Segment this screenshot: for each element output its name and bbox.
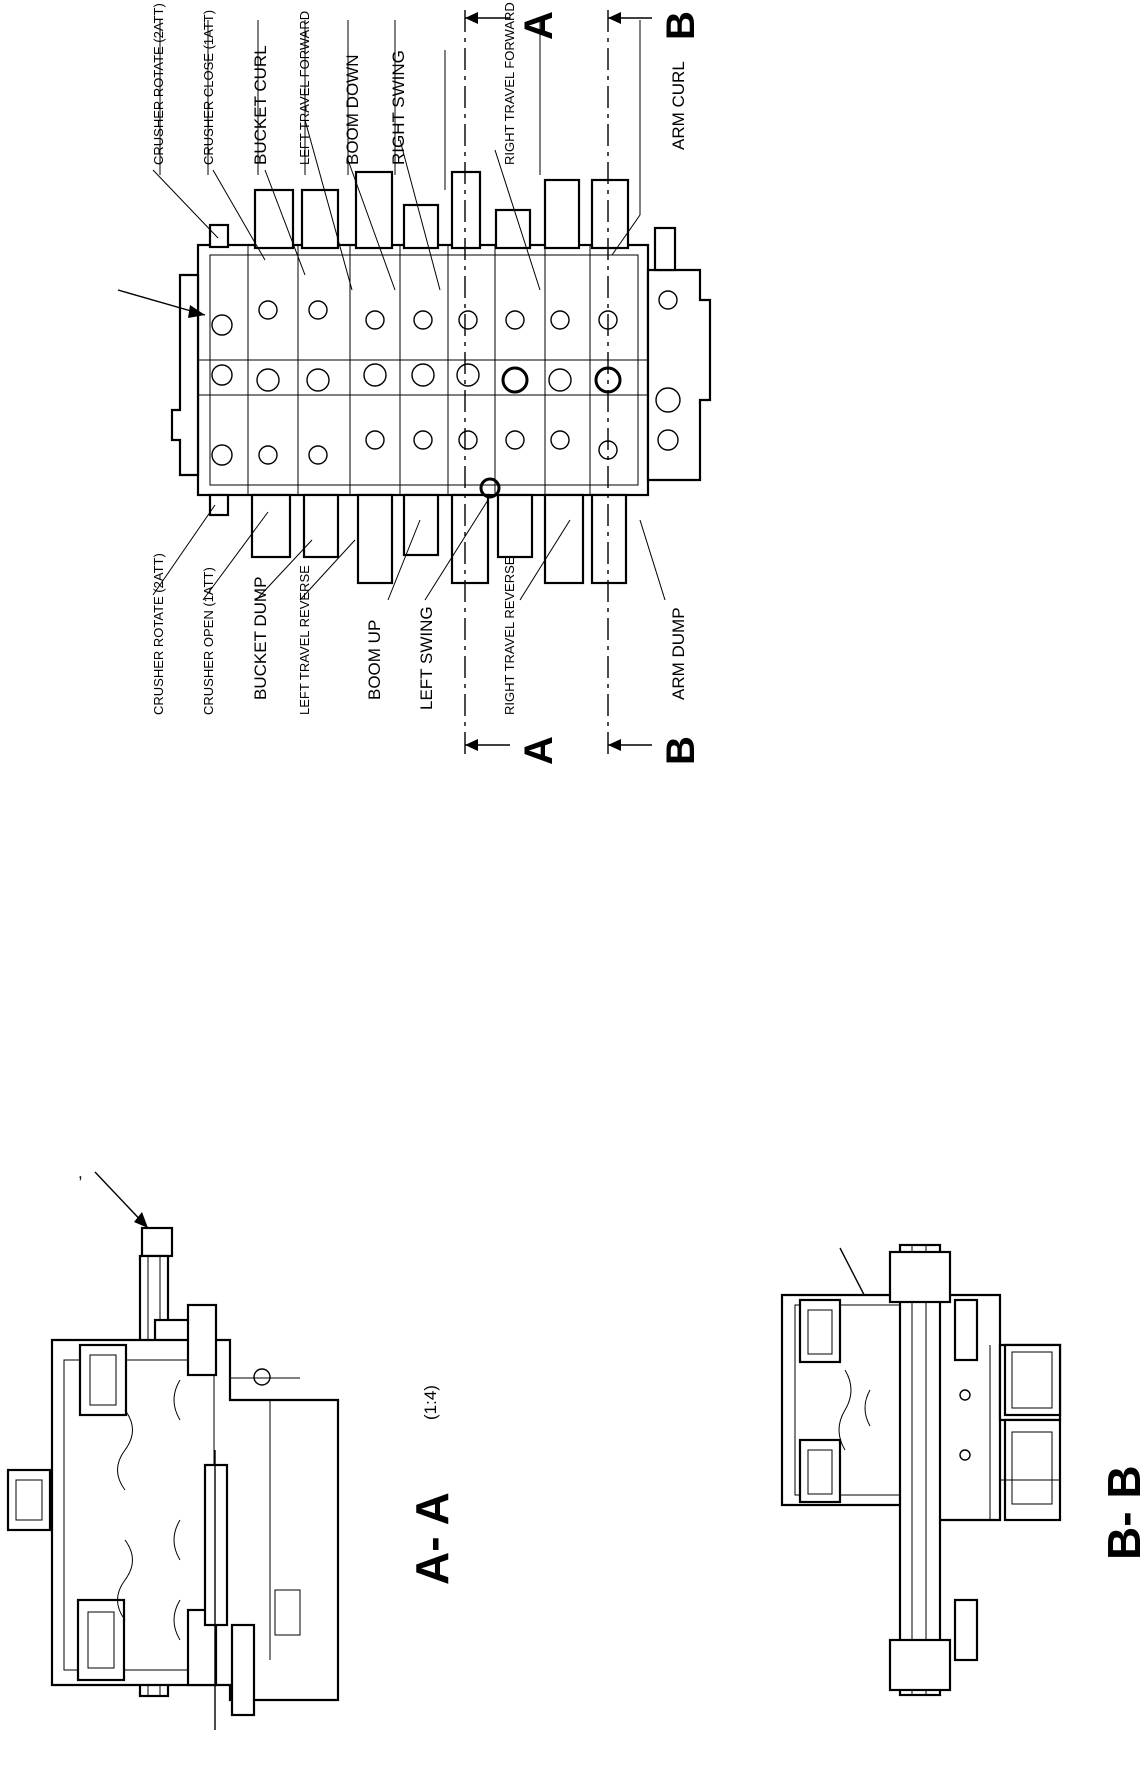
pointer-arrow-top <box>117 289 206 318</box>
label-bucket-curl: BUCKET CURL <box>251 45 270 165</box>
section-a-title: A- A <box>406 1492 458 1585</box>
section-b-b-view: B- B <box>780 1243 1146 1697</box>
section-markers: A B A B <box>517 11 703 765</box>
label-arm-curl: ARM CURL <box>669 61 688 150</box>
label-crusher-open: CRUSHER OPEN (1ATT) <box>201 567 216 715</box>
label-crusher-rotate-top: CRUSHER ROTATE (2ATT) <box>151 3 166 165</box>
marker-a-top: A <box>517 11 561 40</box>
bottom-labels: CRUSHER ROTATE (2ATT) CRUSHER OPEN (1ATT… <box>151 553 688 715</box>
label-right-travel-forward: RIGHT TRAVEL FORWARD <box>502 2 517 165</box>
marker-a-bottom: A <box>517 736 561 765</box>
section-a-a-view: , A- A <box>6 1163 458 1730</box>
label-boom-down: BOOM DOWN <box>343 55 362 166</box>
label-right-swing: RIGHT SWING <box>389 50 408 165</box>
label-left-travel-forward: LEFT TRAVEL FORWARD <box>297 11 312 165</box>
leader-lines-bottom <box>152 499 666 601</box>
valve-top-view <box>170 243 712 497</box>
section-lines <box>464 10 652 760</box>
stray-mark: , <box>78 1163 83 1182</box>
label-separators <box>159 20 641 175</box>
valve-ports <box>211 300 622 499</box>
label-right-travel-reverse: RIGHT TRAVEL REVERSE <box>502 556 517 715</box>
label-left-travel-reverse: LEFT TRAVEL REVERSE <box>297 565 312 715</box>
marker-b-bottom: B <box>659 736 703 765</box>
marker-b-top: B <box>659 11 703 40</box>
top-labels: CRUSHER ROTATE (2ATT) CRUSHER CLOSE (1AT… <box>151 2 688 165</box>
pilot-caps-bottom <box>208 493 628 585</box>
label-bucket-dump: BUCKET DUMP <box>251 577 270 700</box>
leader-lines-top <box>152 50 641 291</box>
section-a-scale: (1:4) <box>421 1385 440 1420</box>
label-boom-up: BOOM UP <box>365 620 384 700</box>
label-arm-dump: ARM DUMP <box>669 607 688 700</box>
pilot-caps-top <box>208 170 677 272</box>
label-crusher-rotate-bottom: CRUSHER ROTATE (2ATT) <box>151 553 166 715</box>
label-crusher-close: CRUSHER CLOSE (1ATT) <box>201 10 216 165</box>
section-b-title: B- B <box>1098 1465 1146 1560</box>
label-left-swing: LEFT SWING <box>417 606 436 710</box>
